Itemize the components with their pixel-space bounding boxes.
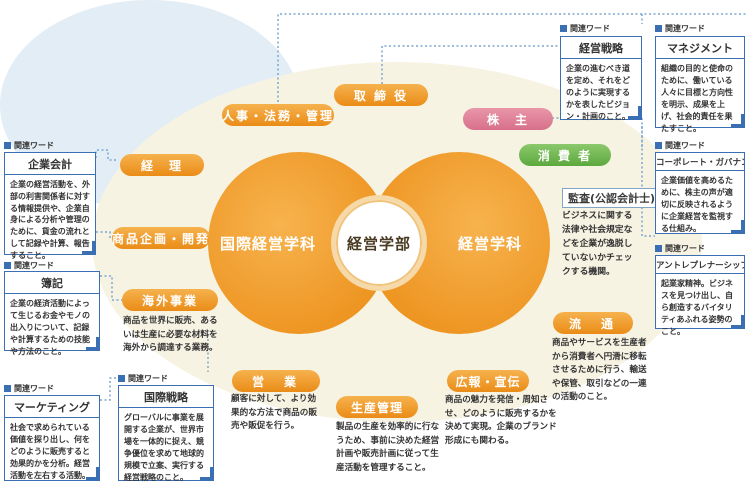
kw-body: 企業の進むべき道を定め、それをどのように実現するかを表したビジョン・計画のこと。 bbox=[566, 64, 630, 121]
keiei-gakubu-circle: 経営学部 bbox=[331, 195, 427, 291]
kw-body: グローバルに事業を展開する企業が、世界市場を一体的に捉え、競争優位を求めて地球的… bbox=[124, 413, 204, 482]
kw-body: 社会で求められている価値を探り出し、何をどのように販売すると効果的かを分析。経営… bbox=[10, 423, 90, 480]
kw-card-management: マネジメント 組織の目的と使命のために、働いている人々に目標と方向性を明示、成果… bbox=[655, 36, 745, 133]
kansa-title: 監査(公認会計士) bbox=[562, 188, 662, 208]
kw-body: 企業の経済活動によって生じるお金やモノの出入りについて、記録や計算するための技能… bbox=[10, 299, 90, 356]
kw-title: 企業会計 bbox=[5, 153, 95, 175]
kw-title: 経営戦略 bbox=[561, 37, 641, 59]
pill-torishimari: 取 締 役 bbox=[334, 84, 428, 106]
pill-jinji: 人事・法務・管理 bbox=[222, 104, 334, 126]
kw-tag: 関連ワード bbox=[4, 260, 54, 271]
kw-card-boki: 簿記 企業の経済活動によって生じるお金やモノの出入りについて、記録や計算するため… bbox=[4, 271, 100, 356]
eigyo-title: 営 業 bbox=[232, 370, 320, 392]
kw-title: 簿記 bbox=[5, 272, 99, 294]
koho-title: 広報・宣伝 bbox=[447, 370, 529, 392]
kw-body: 企業価値を高めるために、株主の声が適切に反映されるように企業経営を監視する仕組み… bbox=[661, 176, 733, 233]
kw-body: 組織の目的と使命のために、働いている人々に目標と方向性を明示、成果を上げ、社会的… bbox=[661, 64, 733, 133]
square-icon bbox=[4, 385, 11, 392]
kw-title: マネジメント bbox=[656, 37, 744, 59]
keiei-label: 経営学科 bbox=[458, 235, 523, 253]
kw-body: 起業家精神。ビジネスを見つけ出し、自ら創造するバイタリティあふれる姿勢のこと。 bbox=[661, 279, 733, 336]
kw-tag: 関連ワード bbox=[118, 373, 168, 384]
square-icon bbox=[655, 245, 662, 252]
square-icon bbox=[655, 25, 662, 32]
square-icon bbox=[4, 262, 11, 269]
pill-shohisha: 消 費 者 bbox=[519, 144, 611, 166]
koho-text: 商品の魅力を発信・周知させ、どのように販売するかを決めて実現。企業のブランド形成… bbox=[445, 395, 557, 446]
kw-tag: 関連ワード bbox=[655, 140, 705, 151]
square-icon bbox=[560, 25, 567, 32]
kw-body: 企業の経営活動を、外部の利害関係者に対する情報提供や、企業自身による分析や管理の… bbox=[10, 180, 90, 260]
kw-tag: 関連ワード bbox=[655, 243, 705, 254]
kaigai-text: 商品を世界に販売、あるいは生産に必要な材料を海外から調達する業務。 bbox=[123, 316, 218, 353]
kokusai-keiei-label: 国際経営学科 bbox=[220, 235, 317, 253]
kw-card-kigyokaikei: 企業会計 企業の経営活動を、外部の利害関係者に対する情報提供や、企業自身による分… bbox=[4, 152, 96, 260]
kw-title: コーポレート・ガバナンス bbox=[656, 153, 744, 171]
kaigai-title: 海外事業 bbox=[122, 289, 218, 311]
ryutsu-title: 流 通 bbox=[553, 312, 633, 334]
eigyo-text: 顧客に対して、より効果的な方法で商品の販売や販促を行う。 bbox=[231, 394, 317, 431]
kw-card-keiei: 経営戦略 企業の進むべき道を定め、それをどのように実現するかを表したビジョン・計… bbox=[560, 36, 642, 121]
kw-card-entrepreneur: アントレプレナーシップ 起業家精神。ビジネスを見つけ出し、自ら創造するバイタリテ… bbox=[655, 255, 745, 336]
square-icon bbox=[118, 375, 125, 382]
square-icon bbox=[4, 142, 11, 149]
kw-tag: 関連ワード bbox=[655, 23, 705, 34]
keiei-gakubu-label: 経営学部 bbox=[346, 234, 411, 253]
ryutsu-text: 商品やサービスを生産者から消費者へ円滑に移転させるために行う、輸送や保管、取引な… bbox=[552, 338, 647, 402]
kw-title: 国際戦略 bbox=[119, 386, 213, 408]
pill-kabunushi: 株 主 bbox=[463, 108, 553, 130]
square-icon bbox=[655, 142, 662, 149]
seisan-text: 製品の生産を効率的に行なうため、事前に決めた経営計画や販売計画に従って生産活動を… bbox=[336, 422, 440, 473]
pill-shohin: 商品企画・開発 bbox=[112, 227, 210, 249]
kw-tag: 関連ワード bbox=[4, 140, 54, 151]
kw-card-marketing: マーケティング 社会で求められている価値を探り出し、何をどのように販売すると効果… bbox=[4, 395, 100, 481]
kansa-text: ビジネスに関する法律や社会規定などを企業が逸脱していないかチェックする機関。 bbox=[562, 211, 633, 277]
kw-card-governance: コーポレート・ガバナンス 企業価値を高めるために、株主の声が適切に反映されるよう… bbox=[655, 152, 745, 234]
kw-tag: 関連ワード bbox=[4, 383, 54, 394]
kw-tag: 関連ワード bbox=[560, 23, 610, 34]
pill-keiri: 経 理 bbox=[120, 154, 204, 176]
kw-title: マーケティング bbox=[5, 396, 99, 418]
seisan-title: 生産管理 bbox=[336, 396, 418, 418]
kw-title: アントレプレナーシップ bbox=[656, 256, 744, 274]
kw-card-kokusai: 国際戦略 グローバルに事業を展開する企業が、世界市場を一体的に捉え、競争優位を求… bbox=[118, 385, 214, 482]
